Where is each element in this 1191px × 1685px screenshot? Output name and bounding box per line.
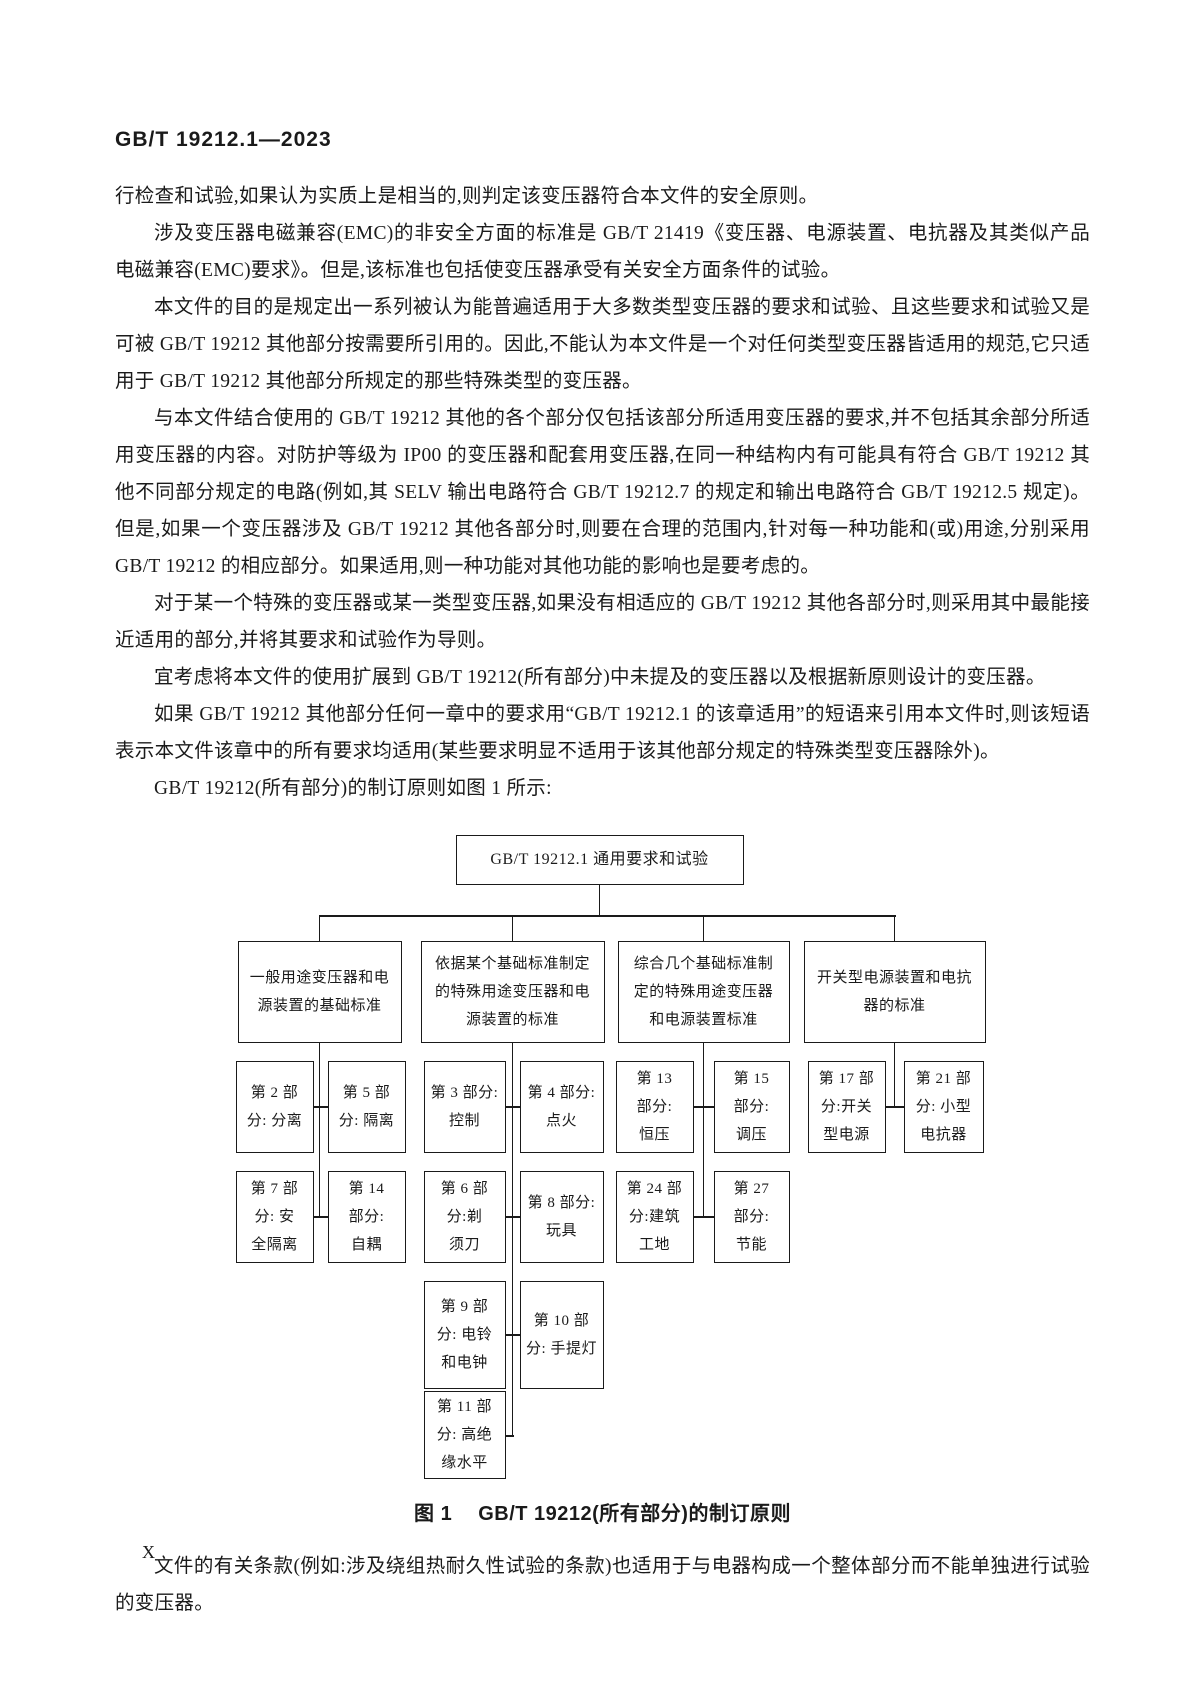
connector-line (318, 915, 320, 941)
flow-box-root: GB/T 19212.1 通用要求和试验 (455, 835, 744, 885)
connector-line (885, 1106, 904, 1108)
connector-line (505, 1334, 520, 1336)
flow-box-part4: 第 4 部分: 点火 (519, 1061, 604, 1153)
flow-box-group3: 综合几个基础标准制 定的特殊用途变压器 和电源装置标准 (617, 941, 790, 1043)
connector-line (702, 915, 704, 941)
connector-line (702, 1043, 704, 1217)
flow-box-part9: 第 9 部 分: 电铃 和电钟 (423, 1281, 506, 1389)
flow-box-part10: 第 10 部 分: 手提灯 (519, 1281, 604, 1389)
flow-box-group2: 依据某个基础标准制定 的特殊用途变压器和电 源装置的标准 (420, 941, 605, 1043)
document-header: GB/T 19212.1—2023 (115, 128, 332, 151)
connector-line (313, 1216, 328, 1218)
flow-box-part14: 第 14 部分: 自耦 (327, 1171, 406, 1263)
paragraph: 与本文件结合使用的 GB/T 19212 其他的各个部分仅包括该部分所适用变压器… (115, 408, 1090, 577)
paragraph: GB/T 19212(所有部分)的制订原则如图 1 所示: (154, 778, 552, 799)
paragraph: 对于某一个特殊的变压器或某一类型变压器,如果没有相适应的 GB/T 19212 … (115, 593, 1090, 651)
connector-line (598, 885, 600, 915)
connector-line (313, 1106, 328, 1108)
flow-box-group4: 开关型电源装置和电抗 器的标准 (803, 941, 986, 1043)
paragraph: 本文件的目的是规定出一系列被认为能普遍适用于大多数类型变压器的要求和试验、且这些… (115, 297, 1090, 392)
flow-box-part17: 第 17 部 分:开关 型电源 (807, 1061, 886, 1153)
figure-caption-text: GB/T 19212(所有部分)的制订原则 (478, 1503, 791, 1525)
flow-box-part7: 第 7 部 分: 安 全隔离 (235, 1171, 314, 1263)
paragraph: 文件的有关条款(例如:涉及绕组热耐久性试验的条款)也适用于与电器构成一个整体部分… (115, 1556, 1090, 1614)
connector-line (693, 1106, 714, 1108)
connector-line (511, 915, 513, 941)
connector-line (511, 1043, 513, 1436)
flow-box-part24: 第 24 部 分:建筑 工地 (615, 1171, 694, 1263)
figure-caption-label: 图 1 (414, 1503, 453, 1525)
page-number: X (142, 1542, 155, 1562)
connector-line (505, 1216, 520, 1218)
paragraph: 如果 GB/T 19212 其他部分任何一章中的要求用“GB/T 19212.1… (115, 704, 1090, 762)
connector-line (893, 915, 895, 941)
connector-line (893, 1043, 895, 1107)
flowchart-canvas: GB/T 19212.1 通用要求和试验 一般用途变压器和电 源装置的基础标准 … (218, 829, 988, 1481)
flow-box-group1: 一般用途变压器和电 源装置的基础标准 (237, 941, 402, 1043)
flow-box-part6: 第 6 部 分:剃 须刀 (423, 1171, 506, 1263)
paragraph: 宜考虑将本文件的使用扩展到 GB/T 19212(所有部分)中未提及的变压器以及… (154, 667, 1046, 688)
flow-box-part13: 第 13 部分: 恒压 (615, 1061, 694, 1153)
connector-line (693, 1216, 714, 1218)
flow-box-part11: 第 11 部 分: 高绝 缘水平 (423, 1391, 506, 1479)
flow-box-part5: 第 5 部 分: 隔离 (327, 1061, 406, 1153)
connector-line (318, 915, 896, 917)
figure-caption: 图 1 GB/T 19212(所有部分)的制订原则 (115, 1497, 1090, 1526)
paragraph: 涉及变压器电磁兼容(EMC)的非安全方面的标准是 GB/T 21419《变压器、… (115, 223, 1110, 281)
flow-box-part15: 第 15 部分: 调压 (713, 1061, 790, 1153)
flow-box-part3: 第 3 部分: 控制 (423, 1061, 506, 1153)
flow-box-part21: 第 21 部 分: 小型 电抗器 (903, 1061, 984, 1153)
figure-1: GB/T 19212.1 通用要求和试验 一般用途变压器和电 源装置的基础标准 … (115, 829, 1090, 1526)
flow-box-part8: 第 8 部分: 玩具 (519, 1171, 604, 1263)
flow-box-part27: 第 27 部分: 节能 (713, 1171, 790, 1263)
flow-box-part2: 第 2 部 分: 分离 (235, 1061, 314, 1153)
connector-line (318, 1043, 320, 1217)
document-content: GB/T 19212.1—2023 行检查和试验,如果认为实质上是相当的,则判定… (115, 128, 1110, 1622)
connector-line (505, 1435, 514, 1437)
paragraph: 行检查和试验,如果认为实质上是相当的,则判定该变压器符合本文件的安全原则。 (115, 186, 819, 207)
connector-line (505, 1106, 520, 1108)
